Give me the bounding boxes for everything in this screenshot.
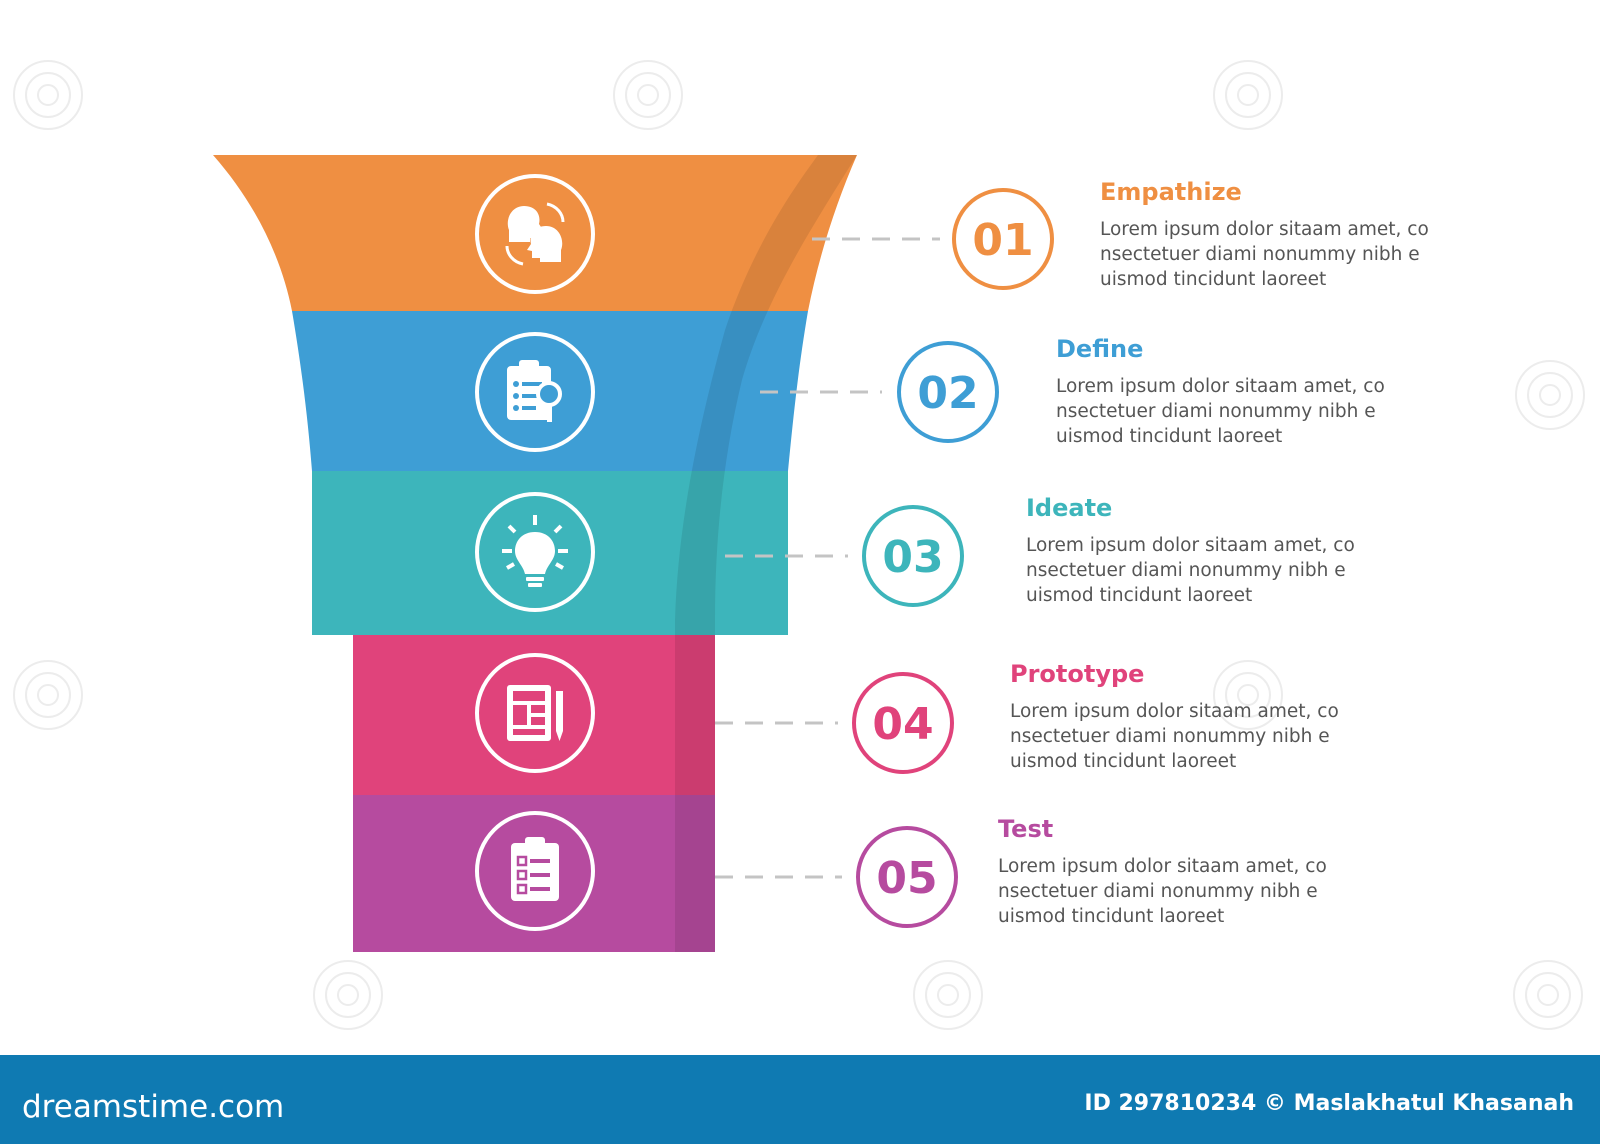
step-4-icon-badge [475, 653, 595, 773]
step-5-number: 05 [876, 853, 937, 904]
step-2-icon-badge [475, 332, 595, 452]
watermark-swirl-icon [1213, 60, 1283, 130]
funnel-side-shade [675, 155, 857, 952]
step-1-number-ring [952, 188, 1054, 290]
step-3-body-line-2: nsectetuer diami nonummy nibh e [1026, 560, 1346, 581]
step-3-number: 03 [882, 532, 943, 583]
step-3-text: Ideate Lorem ipsum dolor sitaam amet, co… [1026, 494, 1355, 606]
step-5-body-line-1: Lorem ipsum dolor sitaam amet, co [998, 856, 1327, 877]
step-1-body-line-1: Lorem ipsum dolor sitaam amet, co [1100, 219, 1429, 240]
blueprint-pencil-icon [507, 685, 563, 741]
step-4-number-ring [852, 672, 954, 774]
step-5-icon-badge [475, 811, 595, 931]
step-3-title: Ideate [1026, 494, 1112, 522]
step-5-number-badge: 05 [856, 826, 958, 928]
step-3-body-line-1: Lorem ipsum dolor sitaam amet, co [1026, 535, 1355, 556]
step-1-title: Empathize [1100, 178, 1242, 206]
step-2-body-line-2: nsectetuer diami nonummy nibh e [1056, 401, 1376, 422]
step-4-body-line-1: Lorem ipsum dolor sitaam amet, co [1010, 701, 1339, 722]
step-4-number-badge: 04 [852, 672, 954, 774]
step-3-icon-badge [475, 492, 595, 612]
step-4-title: Prototype [1010, 660, 1144, 688]
watermark-swirl-icon [13, 60, 83, 130]
step-2-title: Define [1056, 335, 1143, 363]
step-2-number: 02 [917, 368, 978, 419]
lightbulb-icon [502, 515, 568, 587]
step-1-body-line-2: nsectetuer diami nonummy nibh e [1100, 244, 1420, 265]
step-4-text: Prototype Lorem ipsum dolor sitaam amet,… [1010, 660, 1339, 772]
footer-bar: dreamstime.com ID 297810234 © Maslakhatu… [0, 1055, 1600, 1144]
step-texts: Empathize Lorem ipsum dolor sitaam amet,… [998, 178, 1429, 927]
step-3-number-badge: 03 [862, 505, 964, 607]
watermark-swirl-icon [313, 960, 383, 1030]
head-exchange-icon [505, 202, 565, 266]
step-1-icon-badge [475, 174, 595, 294]
band-icons [475, 174, 595, 931]
watermark-swirl-icon [613, 60, 683, 130]
step-2-body-line-3: uismod tincidunt laoreet [1056, 426, 1282, 447]
clipboard-magnifier-icon [507, 360, 562, 422]
footer-brand: dreamstime.com [22, 1089, 284, 1125]
footer-background [0, 1055, 1600, 1144]
step-4-number: 04 [872, 699, 933, 750]
step-4-body-line-3: uismod tincidunt laoreet [1010, 751, 1236, 772]
step-1-number: 01 [972, 215, 1033, 266]
step-2-text: Define Lorem ipsum dolor sitaam amet, co… [1056, 335, 1385, 447]
number-badges: 01 02 03 04 05 [852, 188, 1054, 928]
step-5-title: Test [998, 815, 1053, 843]
step-1-body-line-3: uismod tincidunt laoreet [1100, 269, 1326, 290]
watermark-layer [13, 60, 1585, 1030]
step-2-number-ring [897, 341, 999, 443]
connectors [715, 237, 940, 879]
step-2-number-badge: 02 [897, 341, 999, 443]
checklist-icon [511, 837, 559, 901]
watermark-swirl-icon [913, 960, 983, 1030]
watermark-swirl-icon [1213, 660, 1283, 730]
step-2-body-line-1: Lorem ipsum dolor sitaam amet, co [1056, 376, 1385, 397]
step-5-body-line-2: nsectetuer diami nonummy nibh e [998, 881, 1318, 902]
step-5-number-ring [856, 826, 958, 928]
watermark-swirl-icon [13, 660, 83, 730]
watermark-swirl-icon [1515, 360, 1585, 430]
footer-credit: ID 297810234 © Maslakhatul Khasanah [1084, 1091, 1574, 1116]
step-1-text: Empathize Lorem ipsum dolor sitaam amet,… [1100, 178, 1429, 290]
step-5-body-line-3: uismod tincidunt laoreet [998, 906, 1224, 927]
step-1-number-badge: 01 [952, 188, 1054, 290]
step-5-text: Test Lorem ipsum dolor sitaam amet, co n… [998, 815, 1327, 927]
watermark-swirl-icon [1513, 960, 1583, 1030]
step-3-body-line-3: uismod tincidunt laoreet [1026, 585, 1252, 606]
step-3-number-ring [862, 505, 964, 607]
step-4-body-line-2: nsectetuer diami nonummy nibh e [1010, 726, 1330, 747]
